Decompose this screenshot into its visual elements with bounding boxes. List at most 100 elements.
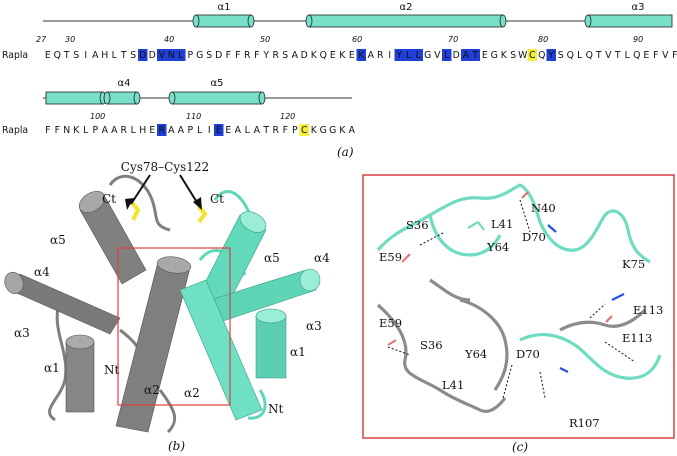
backbone-grey-mid bbox=[459, 298, 509, 391]
row2-residue-26: P bbox=[292, 125, 298, 136]
row1-residue-28: K bbox=[311, 50, 318, 61]
label-r107: R107 bbox=[569, 416, 600, 430]
helix-a5-grey bbox=[78, 191, 147, 285]
row1-residue-51: C bbox=[529, 50, 536, 61]
sequence-label-row1: Rapla bbox=[2, 50, 28, 61]
label-y64-top: Y64 bbox=[486, 240, 509, 254]
helix-a2-cyan bbox=[179, 279, 263, 421]
sidechain-e59-bottom bbox=[387, 339, 397, 346]
hbond-d70-l41 bbox=[502, 364, 513, 399]
label-s36-bottom: S36 bbox=[420, 338, 443, 352]
helix-a1-grey bbox=[65, 334, 95, 413]
row1-residue-58: T bbox=[595, 50, 602, 61]
hbond-n40-d70 bbox=[519, 199, 531, 233]
row1-residue-9: S bbox=[130, 50, 136, 61]
row2-residue-22: A bbox=[254, 125, 261, 136]
row2-residue-8: R bbox=[121, 125, 128, 136]
row1-highlight-10 bbox=[138, 49, 148, 61]
sidechain-r107-n bbox=[559, 367, 569, 373]
row2-highlight-18 bbox=[214, 124, 224, 136]
row2-residue-11: E bbox=[149, 125, 155, 136]
row1-residue-30: E bbox=[330, 50, 336, 61]
row2-residue-25: F bbox=[283, 125, 288, 136]
row1-residue-4: I bbox=[84, 50, 87, 61]
label-a4-left: α4 bbox=[34, 265, 50, 279]
loop-cyan-2 bbox=[247, 389, 267, 420]
row2-residue-0: F bbox=[45, 125, 50, 136]
position-120: 120 bbox=[280, 112, 295, 121]
backbone-grey-right bbox=[559, 308, 647, 332]
row1-residue-7: L bbox=[112, 50, 118, 61]
row1-residue-25: S bbox=[282, 50, 288, 61]
label-d70-top: D70 bbox=[522, 230, 546, 244]
row1-residue-6: H bbox=[101, 50, 108, 61]
position-100: 100 bbox=[90, 112, 105, 121]
row2-residue-19: E bbox=[225, 125, 231, 136]
panel-c: S36 L41 N40 D70 Y64 E59 K75 E113 E59 S36… bbox=[362, 174, 675, 454]
helix-a4-cylinder-1 bbox=[45, 91, 107, 105]
row1-residue-54: S bbox=[558, 50, 564, 61]
sidechain-e59-top bbox=[401, 253, 411, 263]
row1-residue-22: F bbox=[254, 50, 259, 61]
row2-residue-20: A bbox=[235, 125, 242, 136]
row1-highlight-42 bbox=[442, 49, 452, 61]
label-a3-left: α3 bbox=[14, 326, 30, 340]
row2-residue-12: R bbox=[159, 125, 166, 136]
row2-residue-28: K bbox=[311, 125, 318, 136]
row1-highlight-45 bbox=[470, 49, 480, 61]
row1-residue-24: R bbox=[273, 50, 280, 61]
row1-residue-66: F bbox=[672, 50, 677, 61]
row2-residue-24: R bbox=[273, 125, 280, 136]
row1-residue-59: V bbox=[605, 50, 612, 61]
helix-label-a1: α1 bbox=[218, 2, 231, 13]
helix-a1-cyan bbox=[255, 308, 287, 379]
row1-residue-1: Q bbox=[54, 50, 61, 61]
label-d70-bottom: D70 bbox=[516, 347, 540, 361]
loop-grey-4 bbox=[158, 389, 177, 434]
row1-residue-39: L bbox=[416, 50, 422, 61]
row1-residue-61: L bbox=[625, 50, 631, 61]
row1-highlight-44 bbox=[461, 49, 471, 61]
row1-highlight-51 bbox=[527, 49, 537, 61]
hbond-d70-r107 bbox=[539, 371, 546, 399]
sidechain-e113-o bbox=[605, 315, 613, 323]
row2-residue-4: L bbox=[83, 125, 89, 136]
position-60: 60 bbox=[352, 35, 362, 44]
row1-residue-52: Q bbox=[538, 50, 545, 61]
row1-residue-17: S bbox=[206, 50, 212, 61]
row1-residue-35: R bbox=[377, 50, 384, 61]
row1-residue-0: E bbox=[45, 50, 51, 61]
position-30: 30 bbox=[65, 35, 75, 44]
row1-residue-64: F bbox=[653, 50, 658, 61]
row1-residue-23: Y bbox=[262, 50, 269, 61]
row1-highlight-14 bbox=[176, 49, 186, 61]
helix-a5-cyan bbox=[195, 211, 267, 317]
row1-residue-27: D bbox=[301, 50, 308, 61]
row2-residue-23: T bbox=[262, 125, 269, 136]
label-a2-left: α2 bbox=[144, 383, 160, 397]
panel-a: α1 α2 α3 27 30 40 50 60 70 80 90 Rapla E… bbox=[2, 2, 677, 159]
label-n40: N40 bbox=[531, 201, 556, 215]
label-nt-left: Nt bbox=[104, 363, 120, 377]
row1-residue-8: T bbox=[120, 50, 127, 61]
row1-residue-46: E bbox=[482, 50, 488, 61]
row1-residue-36: I bbox=[388, 50, 391, 61]
row1-residue-38: L bbox=[406, 50, 412, 61]
row2-residue-9: L bbox=[131, 125, 137, 136]
position-50: 50 bbox=[260, 35, 270, 44]
row2-residue-1: F bbox=[55, 125, 60, 136]
row1-residue-56: L bbox=[577, 50, 583, 61]
row1-highlight-33 bbox=[356, 49, 366, 61]
label-ct-right: Ct bbox=[210, 192, 224, 206]
label-a2-right: α2 bbox=[184, 386, 200, 400]
row1-residue-13: N bbox=[168, 50, 175, 61]
loop-grey-2 bbox=[48, 299, 68, 422]
row2-highlight-12 bbox=[157, 124, 167, 136]
position-40: 40 bbox=[164, 35, 174, 44]
row1-residue-43: D bbox=[453, 50, 460, 61]
helix-label-a4: α4 bbox=[118, 78, 131, 89]
row2-residue-13: A bbox=[168, 125, 175, 136]
helix-a2-grey bbox=[115, 256, 192, 433]
